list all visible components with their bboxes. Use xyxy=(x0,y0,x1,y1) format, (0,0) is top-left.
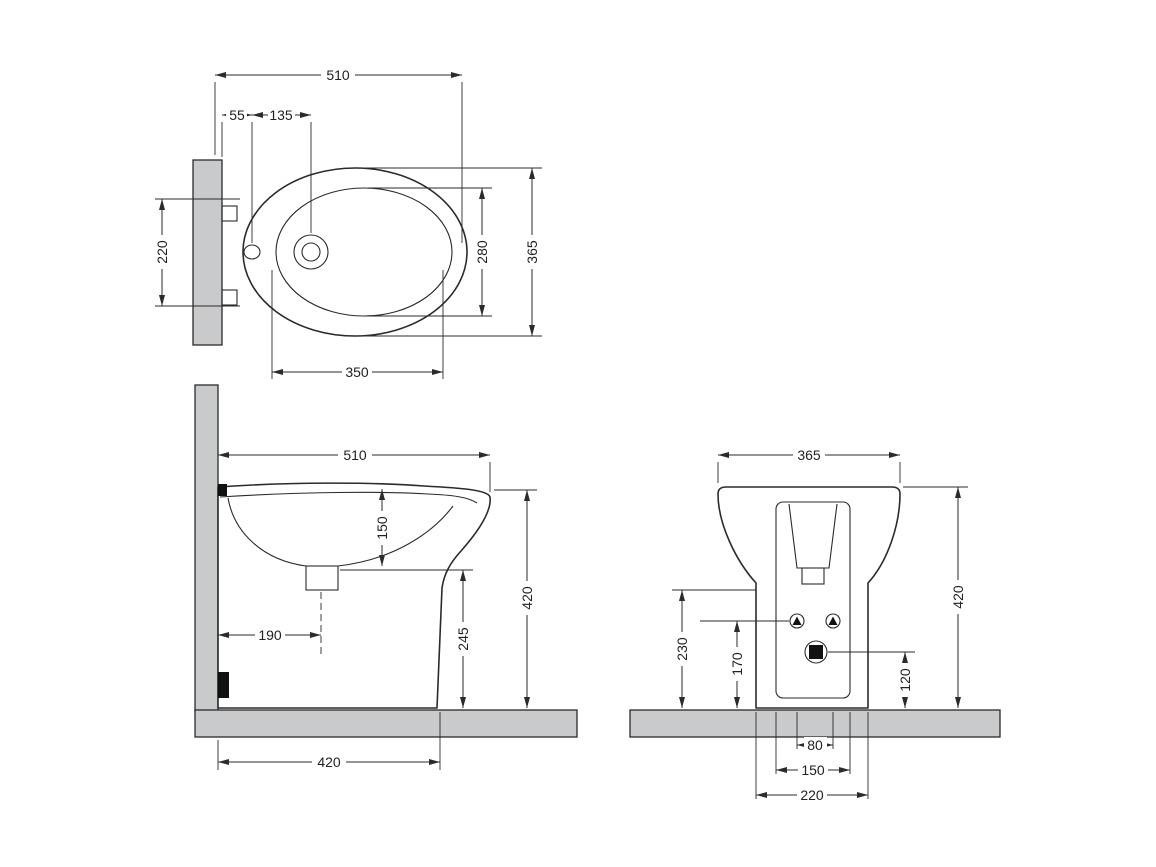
fixing-tab-top xyxy=(221,205,238,222)
dim-front-base-width: 220 xyxy=(755,712,869,803)
drain-box xyxy=(305,565,339,591)
dim-top-fixing-span: 220 xyxy=(154,198,240,307)
dim-label: 420 xyxy=(317,754,341,770)
top-view: 510 55 135 220 280 xyxy=(154,67,542,380)
basin-curve-left xyxy=(227,497,307,567)
dim-label: 150 xyxy=(801,762,825,778)
bidet-outer-rim xyxy=(242,167,468,337)
floor-section xyxy=(194,709,578,738)
dim-top-basin-width: 350 xyxy=(271,270,444,380)
dim-label: 120 xyxy=(897,668,913,692)
dim-side-base-length: 420 xyxy=(217,712,441,770)
basin-curve-right xyxy=(337,505,454,567)
dim-side-bowl-height: 245 xyxy=(340,569,473,708)
faucet-hole-inner xyxy=(301,242,321,262)
dim-label: 230 xyxy=(674,637,690,661)
dim-top-overall-depth: 365 xyxy=(360,167,542,337)
dim-label: 135 xyxy=(269,107,293,123)
dim-label: 280 xyxy=(474,240,490,264)
fixing-tab-bottom xyxy=(221,289,238,306)
dim-label: 510 xyxy=(343,447,367,463)
faucet-hole-outer xyxy=(293,234,329,270)
bidet-front-outline xyxy=(717,486,901,709)
dim-label: 55 xyxy=(229,107,245,123)
dim-front-overall-width: 365 xyxy=(717,447,901,483)
dim-label: 190 xyxy=(258,627,282,643)
side-view: 510 150 190 245 420 xyxy=(194,384,578,770)
dim-label: 220 xyxy=(154,240,170,264)
dim-front-panel-width: 150 xyxy=(775,712,851,778)
dim-front-overall-height: 420 xyxy=(903,486,968,708)
dim-label: 510 xyxy=(326,67,350,83)
dim-label: 80 xyxy=(807,737,823,753)
dim-side-inner-depth: 150 xyxy=(374,489,390,566)
dim-front-inlet-height: 230 xyxy=(674,590,690,708)
wall-bracket-top xyxy=(218,484,227,496)
dim-front-drain-height: 120 xyxy=(897,652,913,708)
pedestal-panel xyxy=(775,501,851,699)
wall-section xyxy=(192,159,223,346)
dim-label: 220 xyxy=(800,787,824,803)
dim-top-basin-depth: 280 xyxy=(368,187,492,317)
dim-label: 420 xyxy=(519,586,535,610)
dim-label: 170 xyxy=(729,652,745,676)
dim-front-fixing-height: 170 xyxy=(729,621,745,708)
dim-label: 365 xyxy=(524,240,540,264)
dim-front-fixing-spacing: 80 xyxy=(796,712,834,753)
drain-outlet-ring xyxy=(804,640,828,664)
dim-side-drain-offset: 190 xyxy=(218,592,322,658)
dim-top-overall-width: 510 xyxy=(214,67,463,243)
front-view: 365 420 230 170 120 xyxy=(629,447,1001,803)
fixing-hole-left xyxy=(789,613,805,629)
inner-basin-outlet xyxy=(801,567,825,585)
dim-label: 420 xyxy=(950,585,966,609)
dim-label: 245 xyxy=(455,627,471,651)
wall-bracket-bottom xyxy=(218,672,229,698)
fixing-hole-right xyxy=(825,613,841,629)
dim-top-hole-offsets: 55 135 xyxy=(221,107,312,243)
dim-label: 350 xyxy=(345,364,369,380)
bidet-profile xyxy=(217,482,491,709)
fixing-hole-left-mark xyxy=(792,616,802,625)
dim-label: 365 xyxy=(797,447,821,463)
wall-section xyxy=(194,384,219,713)
dim-label: 150 xyxy=(374,516,390,540)
dim-side-overall-length: 510 xyxy=(217,447,491,492)
fixing-hole-right-mark xyxy=(828,616,838,625)
floor-section xyxy=(629,709,1001,738)
bidet-inner-basin xyxy=(275,187,453,317)
overflow-hole xyxy=(243,244,261,260)
rim-inner-line xyxy=(219,491,478,504)
dim-side-overall-height: 420 xyxy=(494,489,537,708)
drain-outlet xyxy=(809,645,823,659)
